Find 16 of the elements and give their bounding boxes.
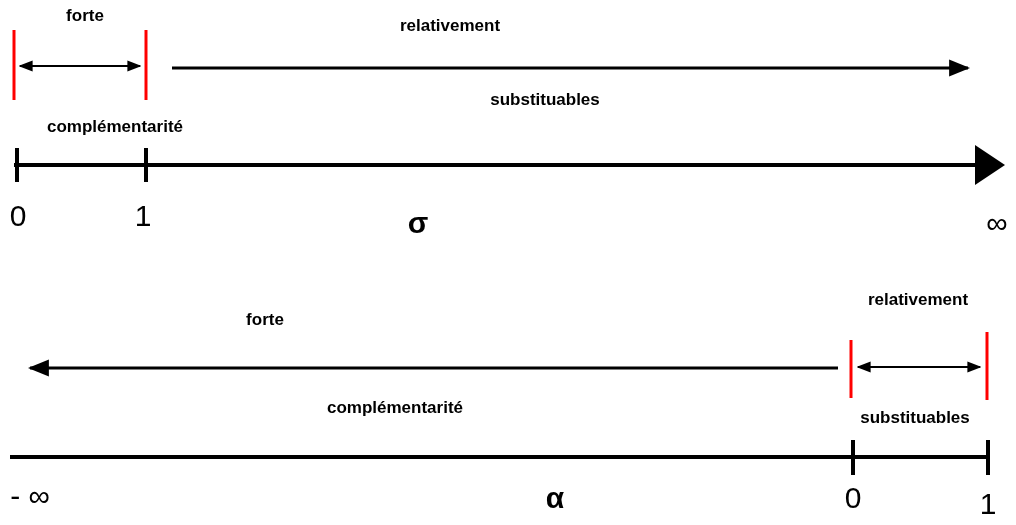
tick-label: 0 bbox=[844, 480, 862, 514]
tick-label: 1 bbox=[134, 198, 152, 232]
range-label: relativement bbox=[867, 290, 969, 310]
range-label: substituables bbox=[860, 408, 970, 428]
axis-label: α bbox=[545, 480, 565, 514]
range-label: forte bbox=[246, 310, 284, 330]
tick-label: 0 bbox=[9, 198, 27, 232]
range-label: complémentarité bbox=[47, 117, 183, 137]
tick-label: - ∞ bbox=[10, 478, 50, 512]
range-label: substituables bbox=[490, 90, 600, 110]
range-label: forte bbox=[66, 6, 104, 26]
range-label: complémentarité bbox=[327, 398, 463, 418]
range-label: relativement bbox=[399, 16, 501, 36]
axis-label: σ bbox=[407, 205, 429, 239]
tick-label: 1 bbox=[979, 486, 997, 520]
tick-label: ∞ bbox=[986, 205, 1008, 239]
